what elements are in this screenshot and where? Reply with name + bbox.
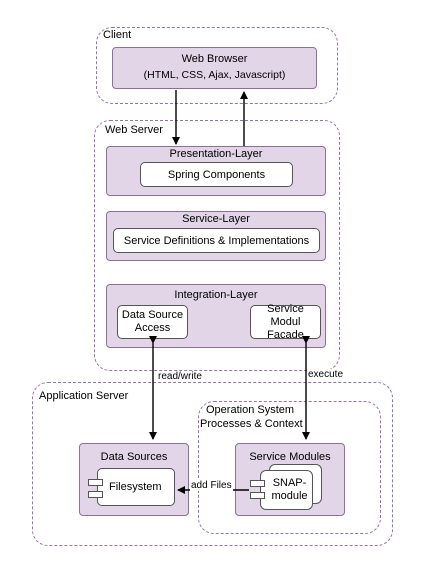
web-browser-box (112, 47, 317, 89)
read-write-label: read/write (157, 371, 203, 382)
add-files-label: add Files (190, 480, 233, 491)
service-modules-title: Service Modules (249, 451, 331, 463)
application-server-group (32, 382, 393, 546)
service-modul-facade-line2: Facade (267, 328, 304, 341)
application-server-label: Application Server (39, 390, 129, 402)
client-label: Client (103, 29, 132, 41)
service-definitions-label: Service Definitions & Implementations (123, 234, 310, 247)
filesystem-box: Filesystem (97, 468, 175, 506)
data-source-access-box: Data Source Access (117, 305, 188, 339)
web-server-label: Web Server (105, 124, 163, 136)
spring-components-label: Spring Components (167, 168, 266, 181)
spring-components-box: Spring Components (140, 162, 293, 187)
filesystem-component-tab-top (88, 479, 103, 486)
snap-module-line2: module (271, 490, 308, 502)
integration-layer-title: Integration-Layer (174, 289, 258, 301)
snap-component-tab-top (250, 480, 265, 487)
service-layer-title: Service-Layer (182, 213, 250, 225)
client-group (96, 27, 338, 104)
data-source-access-line1: Data Source (121, 309, 184, 321)
snap-module-box: SNAP- module (260, 470, 313, 510)
service-modul-facade-box: Service Modul Facade (250, 302, 321, 341)
filesystem-component-tab-bottom (88, 491, 103, 498)
data-sources-title: Data Sources (100, 451, 168, 463)
web-browser-title: Web Browser (181, 53, 248, 65)
filesystem-label: Filesystem (109, 481, 162, 493)
execute-label: execute (307, 369, 345, 380)
presentation-layer-title: Presentation-Layer (169, 148, 263, 160)
web-server-group (94, 120, 340, 371)
operation-system-label-line1: Operation System (206, 404, 295, 416)
data-source-access-line2: Access (134, 322, 171, 334)
operation-system-group (198, 401, 381, 534)
service-modul-facade-line1: Service Modul (267, 302, 304, 328)
snap-module-line1: SNAP- (272, 477, 307, 489)
snap-component-tab-bottom (250, 492, 265, 499)
operation-system-label-line2: Processes & Context (200, 418, 303, 430)
service-definitions-box: Service Definitions & Implementations (113, 228, 320, 253)
web-browser-subtitle: (HTML, CSS, Ajax, Javascript) (143, 69, 286, 81)
